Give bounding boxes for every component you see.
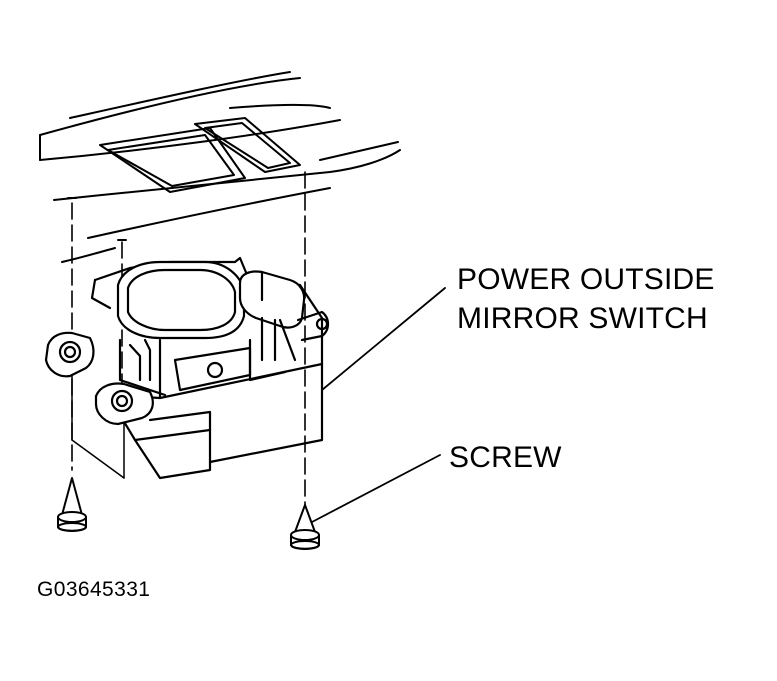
- door-trim-panel: [39, 71, 401, 263]
- screw-label: SCREW: [449, 441, 562, 474]
- figure-code: G03645331: [37, 578, 151, 601]
- alignment-ticks: [67, 197, 127, 241]
- mirror-switch-assembly: [44, 256, 330, 480]
- leader-lines: [311, 287, 446, 523]
- leader-screw: [311, 454, 441, 523]
- mirror-switch-label-line2: MIRROR SWITCH: [457, 302, 708, 335]
- leader-mirror-switch: [321, 287, 446, 391]
- screw-right: [290, 504, 320, 550]
- screw-left: [57, 477, 87, 532]
- mirror-switch-label-line1: POWER OUTSIDE: [457, 263, 715, 296]
